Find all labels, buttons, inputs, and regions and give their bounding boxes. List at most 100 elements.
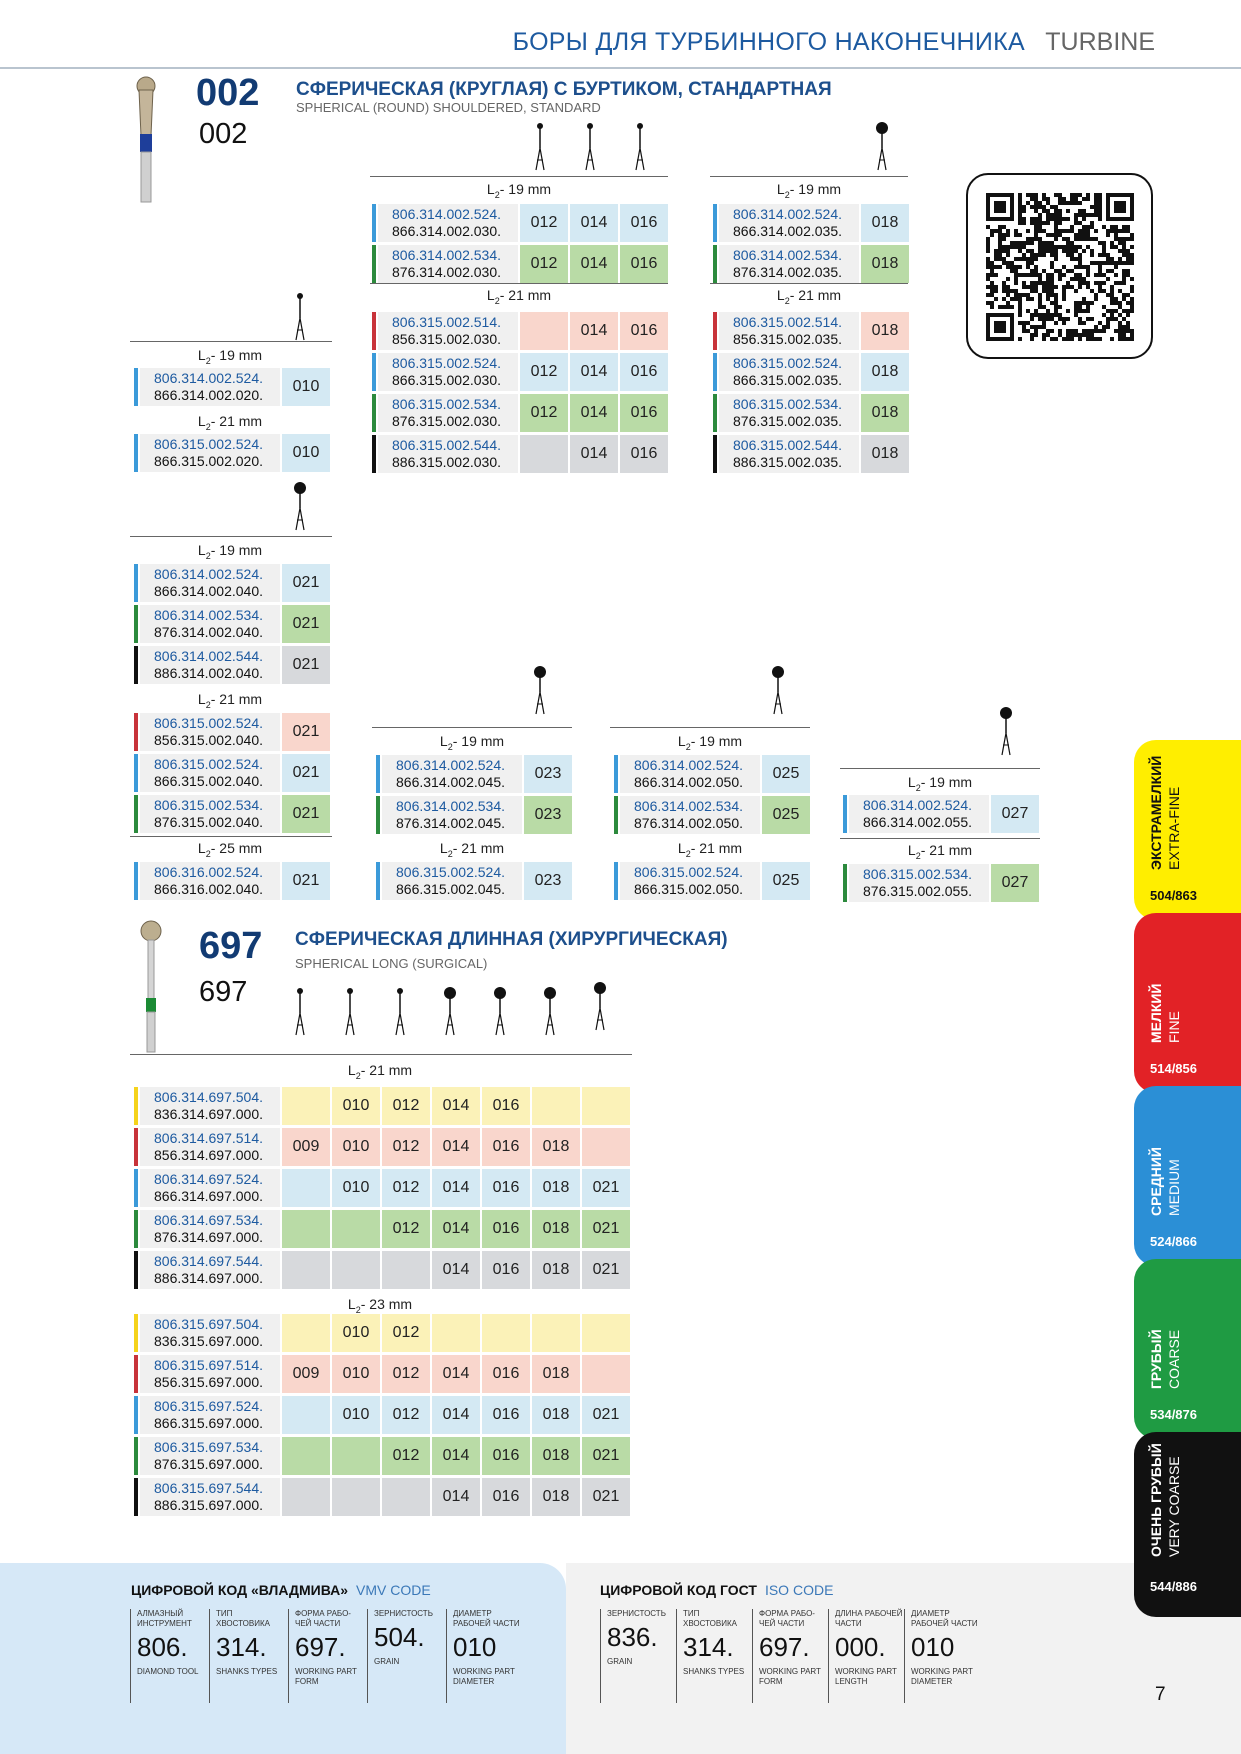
- grain-color-bar: [372, 312, 376, 350]
- vmv-code: 806.314.002.534.: [392, 247, 501, 263]
- iso-code: 876.315.002.040.: [154, 814, 263, 830]
- iso-code: 886.314.697.000.: [154, 1270, 263, 1286]
- diameter-cell: 018: [861, 435, 909, 473]
- iso-code: 856.315.002.035.: [733, 331, 842, 347]
- diameter-cell: [332, 1437, 380, 1475]
- length-label: L2- 19 mm: [134, 542, 326, 561]
- length-label: L2- 21 mm: [134, 691, 326, 710]
- iso-code: 866.314.002.030.: [392, 223, 501, 239]
- length-value: - 19 mm: [789, 181, 842, 197]
- diameter-cell: 016: [620, 394, 668, 432]
- section-697-number: 697: [199, 925, 263, 967]
- vmv-code: 806.315.002.534.: [154, 797, 263, 813]
- diameter-cell: 018: [532, 1128, 580, 1166]
- length-symbol: L: [907, 774, 916, 790]
- grain-color-bar: [372, 353, 376, 391]
- code-part-label-ru: ЗЕРНИСТОСТЬ: [374, 1609, 433, 1618]
- diameter-cell: 014: [570, 312, 618, 350]
- code-part-value: 697.: [759, 1632, 810, 1662]
- product-codes: 806.314.002.524.866.314.002.040.: [140, 564, 280, 602]
- vmv-code: 806.315.002.534.: [392, 396, 501, 412]
- table-row: 806.314.002.524.866.314.002.050.025: [614, 755, 810, 793]
- code-part-value: 010: [453, 1632, 497, 1662]
- bur-small-icon: [585, 123, 595, 171]
- page-header: БОРЫ ДЛЯ ТУРБИННОГО НАКОНЕЧНИКА TURBINE: [0, 0, 1241, 70]
- length-subscript: 2: [355, 1070, 361, 1081]
- diameter-cell: 021: [582, 1437, 630, 1475]
- iso-code: 886.314.002.040.: [154, 665, 263, 681]
- table-row: 806.314.002.524.866.314.002.035.018: [713, 204, 909, 242]
- diameter-cell: 018: [861, 353, 909, 391]
- length-label: L2- 19 mm: [372, 733, 572, 752]
- product-codes: 806.315.002.524.866.315.002.045.: [382, 862, 522, 900]
- iso-code: 876.314.002.035.: [733, 264, 842, 280]
- diameter-cell: 012: [382, 1169, 430, 1207]
- grain-color-bar: [134, 713, 138, 751]
- product-codes: 806.315.002.514.856.315.002.030.: [378, 312, 518, 350]
- diameter-cell: 018: [861, 204, 909, 242]
- table-row: 806.315.002.534.876.315.002.055.027: [843, 864, 1039, 902]
- grain-color-bar: [134, 1087, 138, 1125]
- diameter-cell: 025: [762, 796, 810, 834]
- code-part-label-ru: ФОРМА РАБО-ЧЕЙ ЧАСТИ: [759, 1609, 815, 1628]
- vmv-code: 806.314.002.524.: [396, 757, 505, 773]
- vmv-code: 806.314.697.524.: [154, 1171, 263, 1187]
- diameter-cell: 014: [432, 1087, 480, 1125]
- length-symbol: L: [907, 842, 916, 858]
- length-label: L2- 21 mm: [840, 842, 1040, 861]
- product-codes: 806.315.002.534.876.315.002.035.: [719, 394, 859, 432]
- length-symbol: L: [677, 733, 686, 749]
- grain-tab-label-ru: ОЧЕНЬ ГРУБЫЙ: [1148, 1443, 1164, 1557]
- iso-code: 856.315.002.040.: [154, 732, 263, 748]
- grain-color-bar: [713, 245, 717, 283]
- bur-ball-icon: [772, 666, 784, 715]
- qr-code[interactable]: [966, 173, 1153, 359]
- iso-code: 856.314.697.000.: [154, 1147, 263, 1163]
- diameter-cell: 016: [482, 1087, 530, 1125]
- diameter-cell: 018: [532, 1251, 580, 1289]
- vmv-code: 806.315.002.524.: [733, 355, 842, 371]
- diameter-cell: 012: [520, 245, 568, 283]
- grain-color-bar: [134, 1478, 138, 1516]
- length-symbol: L: [197, 840, 206, 856]
- bur-ball-icon: [1000, 707, 1012, 756]
- diameter-cell: 012: [382, 1314, 430, 1352]
- length-label: L2- 25 mm: [134, 840, 326, 859]
- grain-color-bar: [134, 795, 138, 833]
- iso-code: 876.315.002.055.: [863, 883, 972, 899]
- diameter-cell: [332, 1251, 380, 1289]
- diameter-cell: 023: [524, 755, 572, 793]
- vmv-code: 806.315.002.524.: [634, 864, 743, 880]
- diameter-cell: 016: [482, 1210, 530, 1248]
- grain-tab-code: 514/856: [1150, 1061, 1197, 1076]
- iso-code: 866.314.002.045.: [396, 774, 505, 790]
- footer-iso-title-ru: ЦИФРОВОЙ КОД ГОСТ: [600, 1582, 757, 1598]
- footer-vmv-panel: ЦИФРОВОЙ КОД «ВЛАДМИВА»VMV CODE АЛМАЗНЫЙ…: [0, 1563, 566, 1754]
- diameter-cell: 027: [991, 795, 1039, 833]
- diameter-cell: [282, 1437, 330, 1475]
- grain-color-bar: [713, 435, 717, 473]
- iso-code: 866.316.002.040.: [154, 881, 263, 897]
- diameter-cell: [282, 1314, 330, 1352]
- code-part-label-ru: ФОРМА РАБО-ЧЕЙ ЧАСТИ: [295, 1609, 351, 1628]
- section-002-number: 002: [196, 72, 260, 114]
- diameter-cell: [332, 1478, 380, 1516]
- length-value: - 21 mm: [452, 840, 505, 856]
- vmv-code: 806.314.697.514.: [154, 1130, 263, 1146]
- length-subscript: 2: [205, 550, 211, 561]
